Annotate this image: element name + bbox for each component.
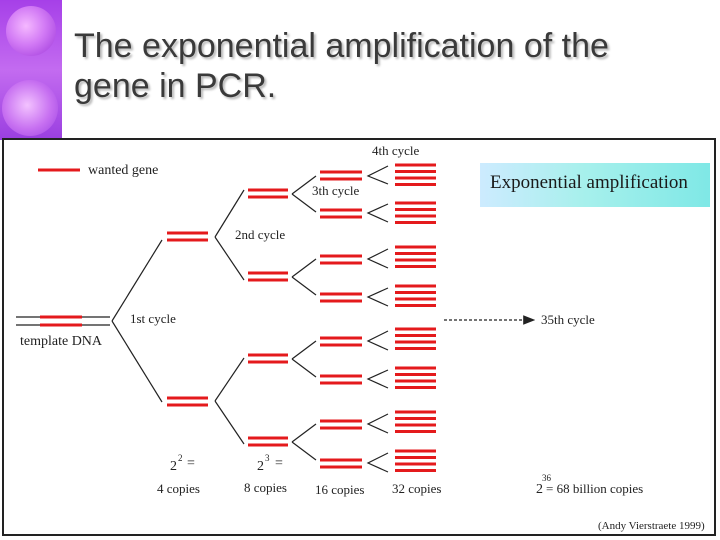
template-dna-label: template DNA — [20, 334, 103, 349]
count-2sq-exp: 2 — [178, 453, 183, 463]
cycle-2-label: 2nd cycle — [235, 227, 285, 242]
cycle-35-label: 35th cycle — [541, 312, 595, 327]
decorative-disc — [2, 80, 58, 136]
credit: (Andy Vierstraete 1999) — [598, 520, 705, 532]
callout-box — [480, 163, 710, 207]
template-dna — [16, 315, 110, 327]
count-4-copies: 4 copies — [157, 481, 200, 496]
count-2sq-base: 2 — [170, 459, 177, 474]
decorative-sidebar — [0, 0, 62, 140]
branch-c2-b — [214, 236, 245, 281]
gen3-pairs — [320, 170, 362, 469]
legend-label: wanted gene — [88, 163, 158, 178]
count-2cu-eq: = — [275, 456, 283, 471]
pair-c1-top — [167, 231, 208, 242]
count-2cu-exp: 3 — [265, 453, 270, 463]
gen4-strands — [395, 163, 436, 472]
gen3-branches — [291, 175, 317, 461]
count-2sq-eq: = — [187, 456, 195, 471]
title-line-1: The exponential amplification of the — [74, 27, 609, 65]
clock-icon — [6, 6, 56, 56]
title-line-2: gene in PCR. — [74, 67, 277, 105]
count-final-text: = 68 billion copies — [546, 481, 643, 496]
gen4-branches — [366, 165, 389, 473]
branch-c1-down — [111, 320, 163, 403]
count-final-exp: 36 — [542, 473, 552, 483]
slide-title: The exponential amplification of the gen… — [74, 26, 694, 106]
callout-label: Exponential amplification — [490, 172, 688, 193]
branch-c2-d — [214, 400, 245, 445]
count-32-copies: 32 copies — [392, 481, 441, 496]
count-8-copies: 8 copies — [244, 480, 287, 495]
branch-c2-a — [214, 189, 245, 238]
pair-c1-bottom — [167, 396, 208, 407]
cycle-1-label: 1st cycle — [130, 311, 176, 326]
branch-c2-c — [214, 357, 245, 402]
count-final-base: 2 — [536, 482, 543, 497]
count-2cu-base: 2 — [257, 459, 264, 474]
cycle-3-label: 3th cycle — [312, 183, 360, 198]
count-16-copies: 16 copies — [315, 482, 364, 497]
cycle-4-label: 4th cycle — [372, 143, 420, 158]
branch-c1-up — [111, 239, 163, 322]
gen2-pairs — [248, 188, 288, 447]
